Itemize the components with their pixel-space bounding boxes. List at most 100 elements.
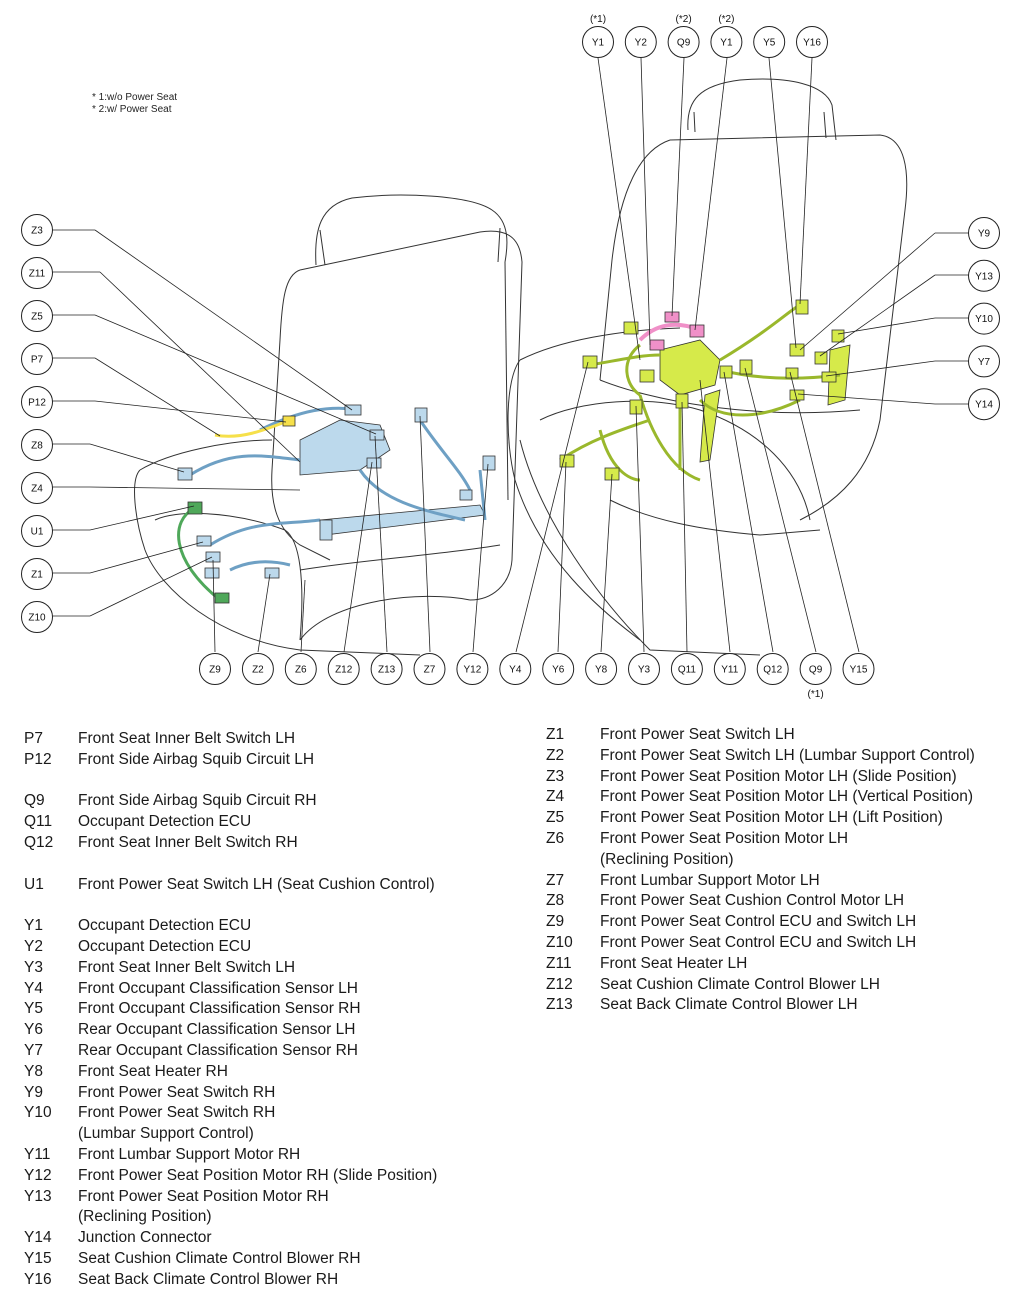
legend-description: Occupant Detection ECU bbox=[78, 813, 252, 831]
legend-code: Y16 bbox=[24, 1270, 52, 1288]
callout-circle bbox=[21, 429, 53, 461]
legend-code: Z7 bbox=[546, 871, 565, 889]
legend-description: Front Power Seat Switch RH bbox=[78, 1104, 276, 1122]
legend-code: Z6 bbox=[546, 829, 565, 847]
callout-circle bbox=[21, 214, 53, 246]
legend-spacer bbox=[24, 771, 437, 792]
legend-code: Y10 bbox=[24, 1104, 52, 1122]
legend-code: Y7 bbox=[24, 1041, 43, 1059]
legend-row: (Lumbar Support Control) bbox=[24, 1124, 437, 1145]
callout-q9: Q9(*1) bbox=[799, 653, 832, 700]
callout-label: Q11 bbox=[678, 665, 697, 676]
legend-description: Front Seat Inner Belt Switch LH bbox=[78, 958, 296, 976]
legend-code bbox=[24, 1124, 78, 1145]
callout-circle bbox=[968, 345, 1000, 378]
callout-label: Y1 bbox=[720, 38, 733, 49]
callout-label: Q12 bbox=[763, 665, 782, 676]
legend-code: Z9 bbox=[546, 913, 565, 931]
legend-code: Z11 bbox=[546, 954, 572, 972]
legend-description: Front Power Seat Switch LH bbox=[600, 726, 795, 743]
legend-description: Front Lumbar Support Motor LH bbox=[600, 871, 820, 889]
callout-z8: Z8 bbox=[21, 429, 53, 461]
callout-label: Y6 bbox=[552, 665, 565, 676]
legend-code: Z10 bbox=[546, 933, 573, 951]
callout-y4: Y4 bbox=[499, 653, 532, 685]
callout-y7: Y7 bbox=[968, 345, 1000, 378]
callout-circle bbox=[21, 558, 53, 590]
callout-label: Z11 bbox=[29, 269, 46, 280]
legend-code bbox=[546, 850, 600, 871]
legend-code: Z4 bbox=[546, 788, 565, 806]
legend-description: Front Seat Inner Belt Switch RH bbox=[78, 833, 298, 851]
callout-circle bbox=[21, 472, 53, 504]
callout-label: Y11 bbox=[721, 665, 738, 676]
callout-label: Y2 bbox=[635, 38, 648, 49]
callout-label: Y16 bbox=[803, 38, 821, 49]
callout-q12: Q12 bbox=[756, 653, 789, 685]
callout-circle bbox=[968, 217, 1000, 249]
legend-code: Z12 bbox=[546, 975, 573, 993]
legend-description: Front Power Seat Switch LH (Seat Cushion… bbox=[78, 875, 435, 893]
rh-harness-rail bbox=[699, 389, 721, 463]
legend-code: Y15 bbox=[24, 1249, 52, 1267]
callout-z7: Z7 bbox=[413, 653, 446, 685]
legend-code bbox=[24, 1207, 78, 1228]
callout-label: Z3 bbox=[31, 226, 43, 237]
callout-label: Y5 bbox=[763, 38, 776, 49]
legend-code: Z2 bbox=[546, 746, 565, 764]
callout-circle bbox=[670, 653, 703, 685]
callout-label: Y1 bbox=[592, 38, 605, 49]
callout-circle bbox=[756, 653, 789, 685]
callout-note: (*2) bbox=[718, 14, 734, 25]
callout-y13: Y13 bbox=[968, 259, 1000, 292]
callout-z3: Z3 bbox=[21, 214, 53, 246]
legend-code: Q9 bbox=[24, 792, 45, 810]
callout-label: Y13 bbox=[975, 271, 993, 282]
callout-y12: Y12 bbox=[456, 653, 489, 685]
legend-code: Z3 bbox=[546, 767, 565, 785]
legend-description: (Reclining Position) bbox=[78, 1208, 212, 1226]
legend-description: Front Power Seat Position Motor LH (Lift… bbox=[600, 809, 943, 827]
callout-label: Z6 bbox=[295, 665, 307, 676]
legend-description: Seat Back Climate Control Blower LH bbox=[600, 996, 858, 1014]
callout-circle bbox=[842, 653, 875, 685]
leader-lines bbox=[51, 57, 970, 653]
callout-z11: Z11 bbox=[21, 257, 53, 289]
legend-row: Y10 Front Power Seat Switch RH bbox=[24, 1103, 437, 1124]
legend-code: Z8 bbox=[546, 892, 565, 910]
callout-y8: Y8 bbox=[585, 653, 618, 685]
legend-row: (Reclining Position) bbox=[24, 1207, 437, 1228]
legend-code: Q11 bbox=[24, 813, 53, 831]
callout-label: Y15 bbox=[850, 665, 868, 676]
callout-note: (*2) bbox=[676, 14, 692, 25]
callout-circle bbox=[21, 257, 53, 289]
callout-label: Z4 bbox=[31, 484, 43, 495]
callout-circle bbox=[968, 259, 1000, 292]
rh-harness bbox=[559, 299, 851, 482]
legend-code: Z1 bbox=[546, 726, 565, 743]
rh-harness-ecu bbox=[659, 339, 721, 396]
callout-label: Y3 bbox=[638, 665, 651, 676]
legend-code: U1 bbox=[24, 875, 44, 893]
rh-pink-connector-3 bbox=[649, 339, 665, 351]
callout-y9: Y9 bbox=[968, 217, 1000, 249]
callout-z5: Z5 bbox=[21, 300, 53, 332]
legend-description: (Lumbar Support Control) bbox=[78, 1125, 254, 1143]
callout-q11: Q11 bbox=[670, 653, 703, 685]
callout-circle bbox=[667, 26, 700, 58]
callout-circle bbox=[628, 653, 660, 685]
legend-description: Front Power Seat Position Motor RH (Slid… bbox=[78, 1166, 438, 1184]
callout-z12: Z12 bbox=[327, 653, 360, 685]
